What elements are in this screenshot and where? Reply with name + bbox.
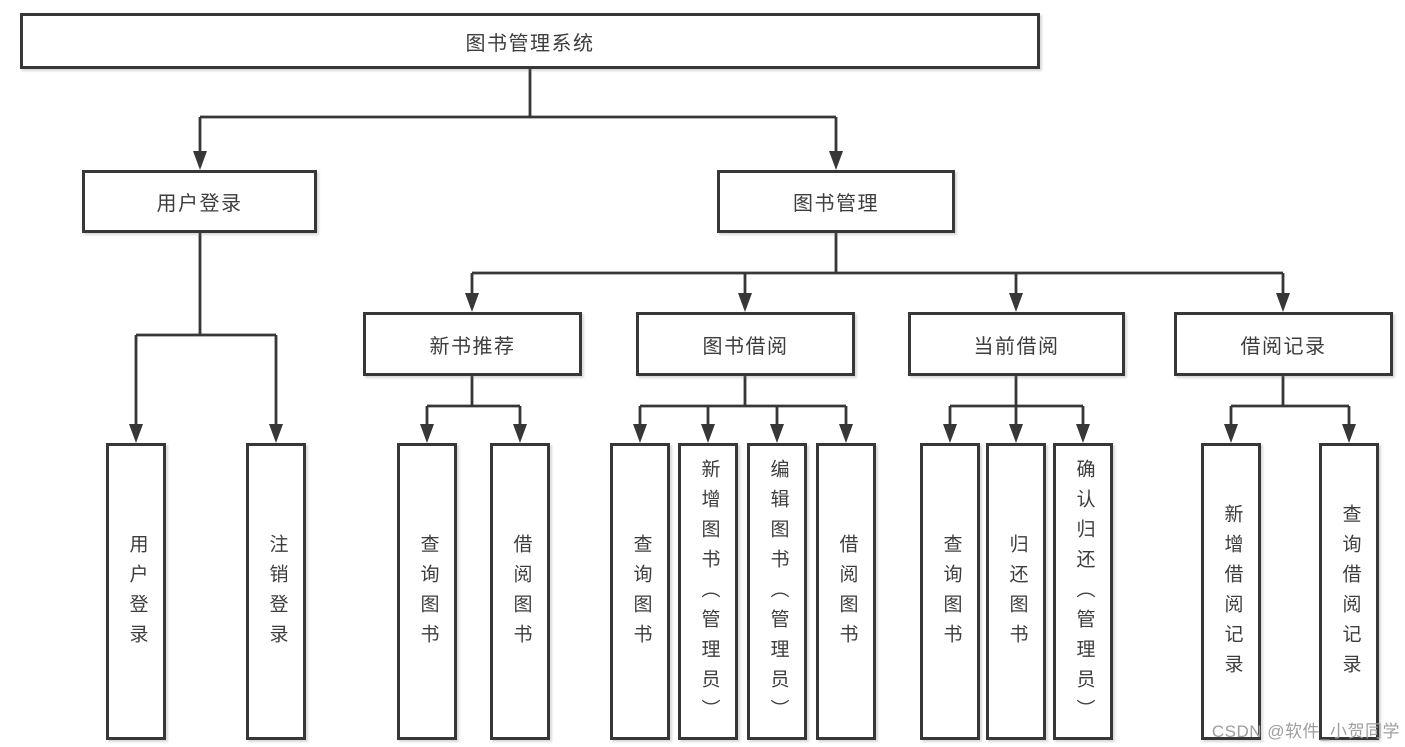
node-library-management-system: 图书管理系统 — [20, 13, 1040, 69]
leaf-user-login: 用户登录 — [106, 443, 166, 740]
connector-root-to-level1 — [198, 69, 838, 152]
csdn-watermark: CSDN @软件_小贺同学 — [1211, 722, 1400, 741]
connector-root-arrowheads — [193, 151, 843, 170]
leaf-query-books-borrowing: 查询图书 — [610, 443, 670, 740]
connector-book-borrowing-arrowheads — [633, 424, 853, 443]
leaf-query-books-current: 查询图书 — [920, 443, 980, 740]
connector-book-borrowing-to-leaves — [638, 376, 848, 426]
leaf-add-books-admin: 新增图书（管理员） — [678, 443, 738, 740]
connector-current-borrowing-arrowheads — [943, 424, 1090, 443]
connector-user-login-arrowheads — [129, 424, 283, 443]
connector-book-management-to-level2 — [470, 233, 1285, 296]
leaf-confirm-return-admin: 确认归还（管理员） — [1053, 443, 1113, 740]
node-borrowing-records: 借阅记录 — [1174, 312, 1393, 376]
connector-current-borrowing-to-leaves — [948, 376, 1085, 426]
connector-new-book-arrowheads — [420, 424, 527, 443]
leaf-borrow-books-borrowing: 借阅图书 — [816, 443, 876, 740]
node-book-borrowing: 图书借阅 — [636, 312, 855, 376]
leaf-logout: 注销登录 — [246, 443, 306, 740]
leaf-query-borrow-record: 查询借阅记录 — [1319, 443, 1379, 740]
leaf-add-borrow-record: 新增借阅记录 — [1201, 443, 1261, 740]
leaf-borrow-books-recommend: 借阅图书 — [490, 443, 550, 740]
connector-book-management-arrowheads — [465, 293, 1290, 312]
leaf-return-books: 归还图书 — [986, 443, 1046, 740]
connector-user-login-to-leaves — [134, 233, 278, 426]
connector-borrowing-records-arrowheads — [1224, 424, 1356, 443]
connector-new-book-to-leaves — [425, 376, 522, 426]
leaf-edit-books-admin: 编辑图书（管理员） — [747, 443, 807, 740]
node-new-book-recommendation: 新书推荐 — [363, 312, 582, 376]
node-user-login: 用户登录 — [82, 170, 317, 233]
node-book-management: 图书管理 — [717, 170, 955, 233]
leaf-query-books-recommend: 查询图书 — [397, 443, 457, 740]
node-current-borrowing: 当前借阅 — [908, 312, 1125, 376]
connector-borrowing-records-to-leaves — [1229, 376, 1351, 426]
